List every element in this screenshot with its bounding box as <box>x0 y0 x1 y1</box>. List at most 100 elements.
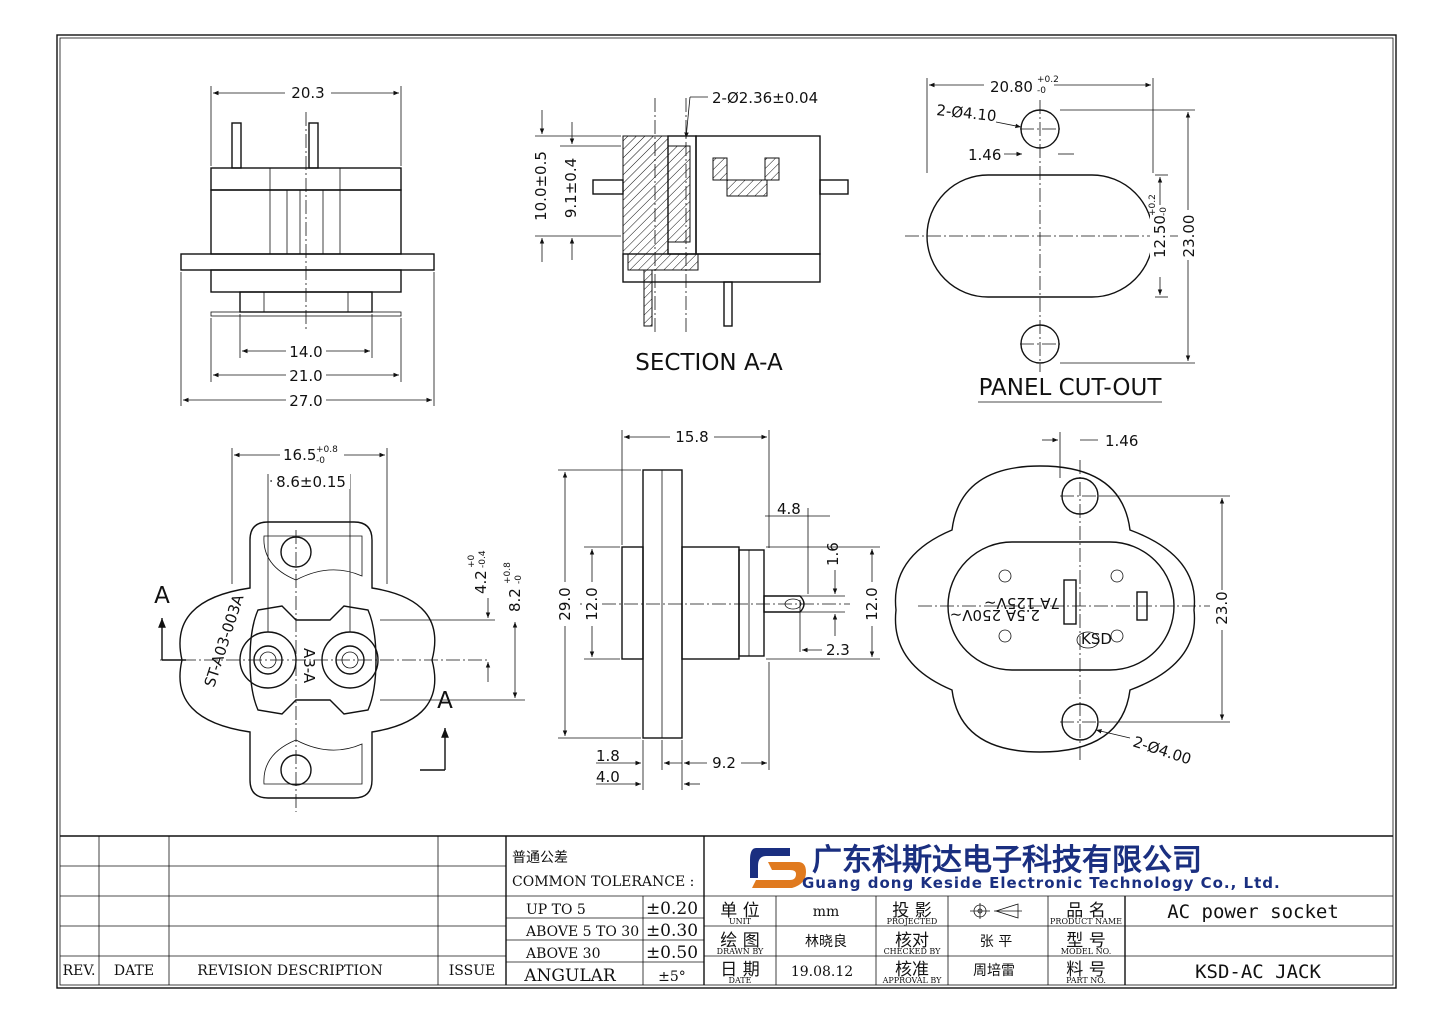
dim-inner-width: 14.0 <box>289 343 322 361</box>
inner-border <box>59 37 1394 986</box>
tolerance-range-2: ABOVE 5 TO 30 <box>525 924 639 940</box>
tolerance-label-en: COMMON TOLERANCE : <box>512 874 694 890</box>
section-hole-note: 2-Ø2.36±0.04 <box>712 89 818 107</box>
projection-label-cn: 投 影 <box>892 901 931 921</box>
part-label-cn: 料 号 <box>1066 960 1105 980</box>
rear-height: 23.0 <box>1213 591 1231 624</box>
date-value: 19.08.12 <box>791 964 853 980</box>
cutout-offset: 1.46 <box>968 146 1001 164</box>
cutout-width-tol-up: +0.2 <box>1037 75 1059 85</box>
tolerance-label-cn: 普通公差 <box>512 850 568 866</box>
date-label-cn: 日 期 <box>720 960 759 980</box>
front-mold-code-2: A3-A <box>300 648 318 684</box>
section-height-2: 9.1±0.4 <box>562 158 580 218</box>
checked-label-cn: 核对 <box>895 931 929 951</box>
side-view: 15.8 4.8 1.6 2.3 29.0 12.0 12.0 1.8 <box>555 428 882 790</box>
company-name-en: Guang dong Keside Electronic Technology … <box>802 874 1281 892</box>
approval-label-en: APPROVAL BY <box>882 976 943 985</box>
issue-header: ISSUE <box>449 963 495 979</box>
front-height-1: 4.2 <box>472 570 490 594</box>
unit-label-en: UNIT <box>729 917 752 926</box>
projection-label-en: PROJECTED <box>887 917 938 926</box>
tolerance-value-2: ±0.30 <box>646 921 698 941</box>
tolerance-value-3: ±0.50 <box>646 943 698 963</box>
cutout-view: 20.80 +0.2 -0 2-Ø4.10 1.46 12.50 +0.2 -0… <box>905 74 1198 403</box>
side-pin: 1.6 <box>824 542 842 566</box>
front-height-2: 8.2 <box>506 588 524 612</box>
side-body-right: 12.0 <box>863 587 881 620</box>
dim-total-width: 27.0 <box>289 392 322 410</box>
rear-brand: KSD <box>1081 630 1112 648</box>
product-name-value: AC power socket <box>1167 901 1339 923</box>
description-header: REVISION DESCRIPTION <box>197 963 383 979</box>
front-height-2-tol-dn: -0 <box>514 575 524 584</box>
model-label-cn: 型 号 <box>1066 931 1105 951</box>
front-height-1-tol-up: +0 <box>467 554 477 568</box>
date-label-en: DATE <box>729 976 752 985</box>
product-name-label-en: PRODUCT NAME <box>1050 917 1122 926</box>
front-width-1-tol-up: +0.8 <box>316 445 338 455</box>
section-height-1: 10.0±0.5 <box>532 151 550 221</box>
side-body: 12.0 <box>583 587 601 620</box>
cutout-inner-tol-dn: -0 <box>1159 207 1169 216</box>
side-dim-a: 1.8 <box>596 747 620 765</box>
cutout-title: PANEL CUT-OUT <box>979 375 1163 401</box>
top-view: 20.3 14.0 21.0 27.0 <box>180 84 435 410</box>
rear-view: 2.5A 250V~ 7A 125V~ KSD 1.46 23.0 2-Ø4.0… <box>894 432 1232 769</box>
side-height: 29.0 <box>556 587 574 620</box>
section-view: 2-Ø2.36±0.04 10.0±0.5 9.1±0.4 SECTION A-… <box>532 89 849 376</box>
part-number-value: KSD-AC JACK <box>1195 961 1321 983</box>
front-height-1-tol-dn: -0.4 <box>478 550 488 568</box>
dim-top-width: 20.3 <box>291 84 324 102</box>
tolerance-range-1: UP TO 5 <box>526 902 586 918</box>
first-angle-projection-icon <box>970 903 1022 919</box>
front-width-2: 8.6±0.15 <box>276 473 346 491</box>
side-dim-c: 9.2 <box>712 754 736 772</box>
side-dim-b: 4.0 <box>596 768 620 786</box>
side-flange: 4.8 <box>777 500 801 518</box>
cutout-total-height: 23.00 <box>1180 215 1198 258</box>
tolerance-range-4: ANGULAR <box>523 966 617 986</box>
rev-header: REV. <box>63 963 96 979</box>
rear-offset: 1.46 <box>1105 432 1138 450</box>
unit-label-cn: 单 位 <box>720 901 759 921</box>
front-height-2-tol-up: +0.8 <box>503 562 513 584</box>
section-mark-a-bottom: A <box>437 688 453 714</box>
cutout-hole-note: 2-Ø4.10 <box>936 101 998 125</box>
front-width-1: 16.5 <box>283 446 316 464</box>
front-view: ST-A03-003A A3-A A A 16.5 +0.8 -0 8.6±0.… <box>154 442 526 812</box>
checked-label-en: CHECKED BY <box>884 947 942 956</box>
section-title: SECTION A-A <box>635 350 783 376</box>
front-width-1-tol-dn: -0 <box>316 456 325 466</box>
section-mark-a-top: A <box>154 583 170 609</box>
checked-value: 张 平 <box>980 934 1012 950</box>
dim-mid-width: 21.0 <box>289 367 322 385</box>
rear-rating-1: 2.5A 250V~ <box>950 606 1040 624</box>
tolerance-value-4: ±5° <box>658 969 686 985</box>
front-mold-code: ST-A03-003A <box>201 592 248 690</box>
outer-border <box>56 34 1397 989</box>
side-offset: 2.3 <box>826 641 850 659</box>
title-block: REV. DATE REVISION DESCRIPTION ISSUE 普通公… <box>60 835 1393 986</box>
part-label-en: PART NO. <box>1066 976 1106 985</box>
cutout-inner-height: 12.50 <box>1151 215 1169 258</box>
approval-value: 周培雷 <box>973 963 1015 979</box>
product-name-label-cn: 品 名 <box>1066 901 1105 921</box>
rear-rating-2: 7A 125V~ <box>984 594 1060 612</box>
tolerance-value-1: ±0.20 <box>646 899 698 919</box>
company-name-cn: 广东科斯达电子科技有限公司 <box>812 843 1202 878</box>
model-label-en: MODEL NO. <box>1061 947 1112 956</box>
rear-hole-note: 2-Ø4.00 <box>1131 733 1194 769</box>
drawn-value: 林晓良 <box>805 934 847 950</box>
tolerance-range-3: ABOVE 30 <box>525 946 600 962</box>
date-header: DATE <box>114 963 154 979</box>
cutout-width: 20.80 <box>990 78 1033 96</box>
cutout-width-tol-dn: -0 <box>1037 86 1046 96</box>
unit-value: mm <box>813 904 840 920</box>
cutout-inner-tol-up: +0.2 <box>1148 194 1158 216</box>
approval-label-cn: 核准 <box>895 960 929 980</box>
drawn-label-en: DRAWN BY <box>717 947 764 956</box>
side-depth: 15.8 <box>675 428 708 446</box>
company-logo-icon <box>750 848 806 888</box>
